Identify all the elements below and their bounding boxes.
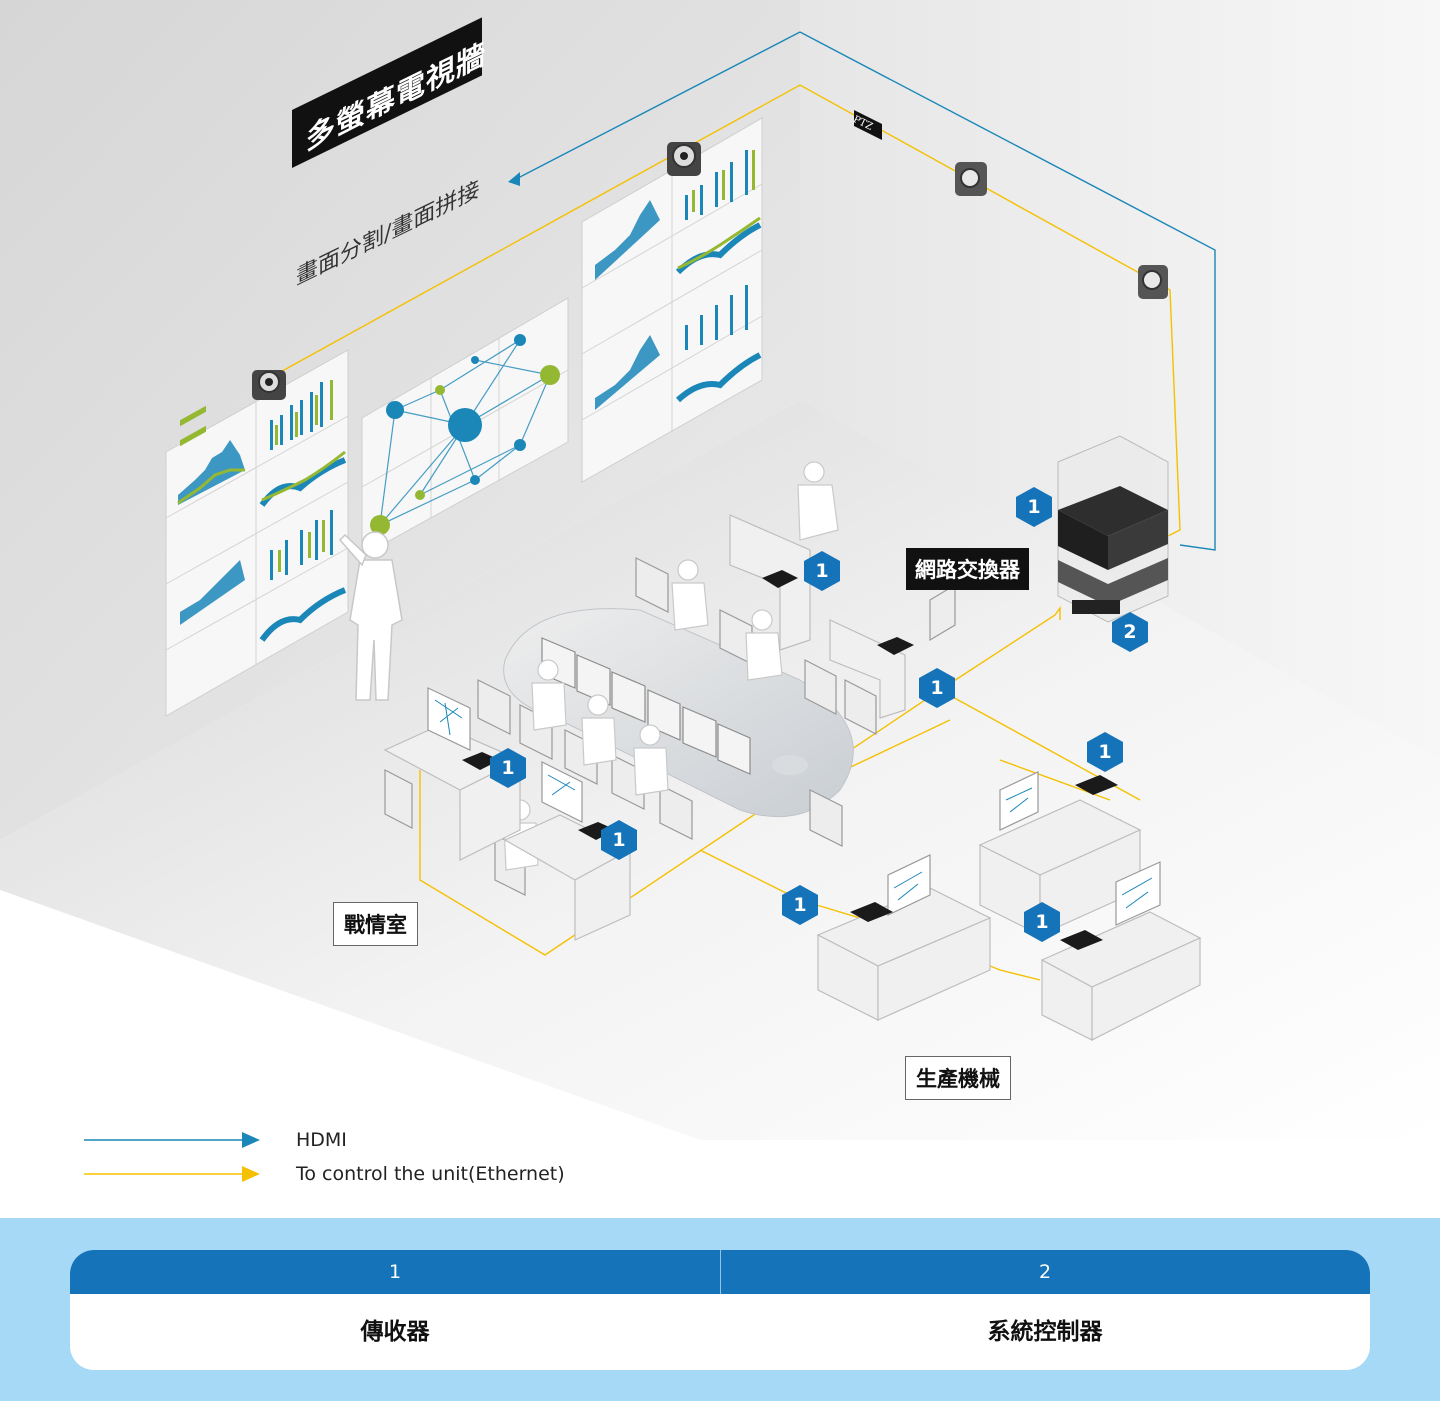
transceivers [462,570,1118,950]
header-cell-2: 2 [1038,1261,1052,1283]
hdmi-cables [508,31,1216,551]
badge-system-controller: 2 [1108,610,1152,654]
ptz-camera-1 [252,370,286,400]
network-switch-rack [1057,435,1169,623]
ethernet-arrow-icon [84,1166,260,1182]
ptz-camera-3 [955,162,987,196]
presenter-figure [338,531,403,701]
war-room-label: 戰情室 [333,902,418,946]
legend: HDMI To control the unit(Ethernet) [84,1128,684,1188]
video-wall-left [165,349,349,717]
video-wall-right [581,117,763,483]
badge-transceiver: 1 [486,746,530,790]
installation-diagram: 多螢幕電視牆 畫面分割/畫面拼接 PTZ 網路交換器 戰情室 生產機械 1 1 … [0,0,1440,1140]
badge-transceiver: 1 [800,549,844,593]
badge-transceiver: 1 [1012,485,1056,529]
room-illustration [0,0,1440,1140]
legend-hdmi-label: HDMI [296,1129,347,1151]
hdmi-arrow-icon [84,1132,260,1148]
network-switch-label: 網路交換器 [906,548,1029,590]
legend-hdmi: HDMI [84,1128,684,1152]
badge-transceiver: 1 [1083,730,1127,774]
production-desks [816,799,1202,1041]
header-divider [720,1250,721,1294]
header-cell-1: 1 [388,1261,402,1283]
device-key-table: 1 2 傳收器 系統控制器 [70,1250,1370,1370]
production-machinery-label: 生產機械 [905,1056,1011,1100]
badge-transceiver: 1 [597,818,641,862]
legend-ethernet-label: To control the unit(Ethernet) [296,1163,565,1185]
ptz-camera-2 [667,142,701,176]
video-wall-network [361,297,569,557]
ptz-camera-4 [1138,265,1168,299]
device-key-header: 1 2 [70,1250,1370,1294]
desk-monitor-graphs [434,699,1153,909]
badge-transceiver: 1 [1020,900,1064,944]
badge-transceiver: 1 [915,666,959,710]
cell-system-controller: 系統控制器 [987,1319,1103,1345]
badge-transceiver: 1 [778,883,822,927]
ptz-box [854,110,882,140]
cell-transceiver: 傳收器 [360,1319,430,1345]
device-key-section: 1 2 傳收器 系統控制器 [0,1218,1440,1401]
legend-ethernet: To control the unit(Ethernet) [84,1162,684,1186]
table-monitors [541,637,751,775]
war-room-desks [383,514,906,941]
